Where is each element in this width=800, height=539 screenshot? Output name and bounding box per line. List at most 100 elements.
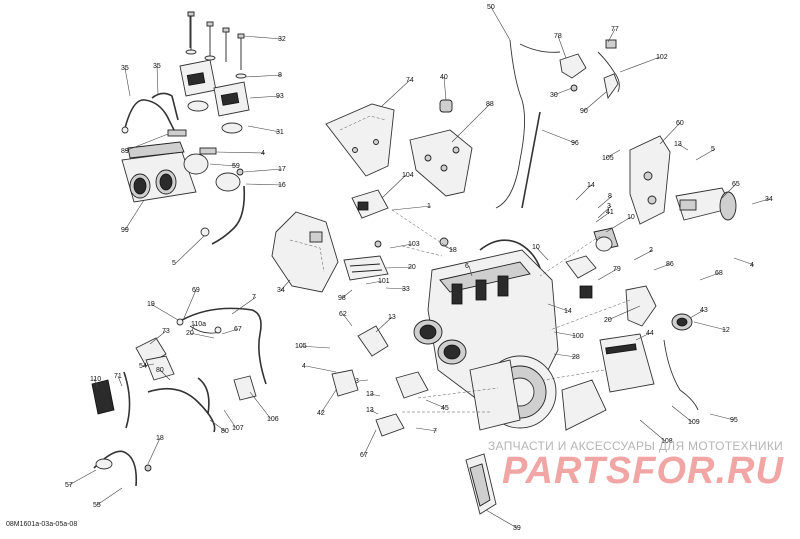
module-14 — [351, 189, 389, 219]
callout-number: 90 — [580, 108, 588, 115]
callout-number: 89 — [121, 148, 129, 155]
leader-line — [443, 245, 454, 251]
connector-on-79 — [309, 231, 323, 243]
cam-cap-3 — [497, 275, 509, 297]
callout-number: 31 — [276, 129, 284, 136]
leader-line — [635, 332, 651, 341]
leader-line — [677, 143, 689, 151]
callout-number: 17 — [278, 166, 286, 173]
clamp-20 — [176, 318, 184, 326]
regulator-86 — [343, 255, 389, 281]
leader-line — [305, 365, 337, 373]
callout-number: 19 — [147, 301, 155, 308]
leader-line — [415, 427, 438, 432]
fuel-rail-pipe — [121, 92, 217, 155]
callout-number: 8 — [608, 193, 612, 200]
leader-line — [124, 199, 145, 231]
leader-line — [553, 87, 573, 96]
bracket-73 — [135, 337, 167, 367]
leader-line — [280, 279, 291, 291]
callout-number: 12 — [722, 327, 730, 334]
leader-line — [699, 272, 720, 281]
callout-number: 73 — [162, 328, 170, 335]
leader-line — [249, 95, 281, 99]
cable-link — [519, 43, 561, 53]
leader-line — [541, 129, 576, 144]
sensor-59 — [199, 147, 217, 155]
harness-bracket-group — [271, 189, 389, 293]
cover-group — [325, 99, 473, 197]
dash-1 — [391, 209, 453, 251]
bolt-head-3 — [222, 27, 230, 33]
leader-line — [245, 183, 283, 186]
clamp-hose-group — [183, 153, 246, 245]
callout-number: 80 — [156, 367, 164, 374]
harness-102 — [597, 51, 620, 93]
pipe-35-right — [151, 92, 179, 121]
bolt-head-2 — [206, 21, 214, 27]
callout-number: 2 — [649, 247, 653, 254]
leader-line — [117, 375, 123, 387]
callout-number: 30 — [550, 92, 558, 99]
callout-number: 50 — [487, 4, 495, 11]
bracket-79-rib — [289, 239, 325, 273]
regulator-fin-2 — [351, 269, 383, 273]
leader-line — [156, 65, 159, 95]
callout-number: 67 — [234, 326, 242, 333]
callout-number: 6 — [465, 263, 469, 270]
callout-number: 104 — [402, 172, 414, 179]
leader-line — [693, 321, 727, 331]
callout-number: 5 — [711, 146, 715, 153]
leader-line — [93, 378, 99, 389]
leader-line — [149, 330, 167, 345]
leader-line — [243, 168, 283, 173]
cam-cap-2 — [475, 279, 487, 301]
alignment-lines — [391, 209, 631, 413]
leader-line — [381, 79, 411, 107]
leader-line — [597, 195, 613, 209]
leader-line — [142, 363, 155, 367]
pipe-57-end — [95, 458, 113, 470]
dash-3 — [539, 235, 601, 277]
callout-number: 20 — [186, 330, 194, 337]
leader-line — [547, 303, 569, 312]
leader-line — [557, 35, 567, 59]
dash-4 — [549, 299, 631, 331]
callout-number: 13 — [366, 407, 374, 414]
leader-line — [243, 35, 283, 40]
callout-number: 14 — [564, 308, 572, 315]
callout-number: 55 — [93, 502, 101, 509]
bracket-67b — [375, 413, 405, 437]
leader-line — [619, 56, 661, 73]
regulator-fin-1 — [349, 263, 381, 267]
leader-line — [191, 323, 196, 331]
sensor-67-core — [676, 317, 688, 327]
leader-line — [369, 409, 379, 415]
watermark-tagline: ЗАПЧАСТИ И АКСЕССУАРЫ ДЛЯ МОТОТЕХНИКИ — [488, 439, 784, 453]
plate-hole-3 — [452, 146, 460, 154]
shield-rib — [339, 115, 387, 131]
pipe-35-left — [124, 99, 178, 137]
callout-number: 74 — [406, 77, 414, 84]
callout-number: 35 — [121, 65, 129, 72]
leader-line — [231, 296, 257, 315]
callout-number: 3 — [607, 203, 611, 210]
callout-number: 95 — [730, 417, 738, 424]
leader-line — [485, 509, 518, 529]
leader-line — [363, 429, 377, 456]
callout-number: 8 — [278, 72, 282, 79]
protector-39-inner — [469, 463, 491, 507]
leader-line — [342, 313, 353, 327]
throttle-body — [121, 141, 197, 203]
leader-line — [709, 413, 735, 421]
leader-line — [150, 303, 179, 321]
callout-number: 7 — [433, 428, 437, 435]
connector-71 — [91, 379, 115, 415]
leader-line — [607, 305, 641, 321]
callout-number: 77 — [611, 26, 619, 33]
callout-number: 10 — [532, 244, 540, 251]
bracket-106 — [233, 375, 257, 401]
callout-number: 28 — [572, 354, 580, 361]
